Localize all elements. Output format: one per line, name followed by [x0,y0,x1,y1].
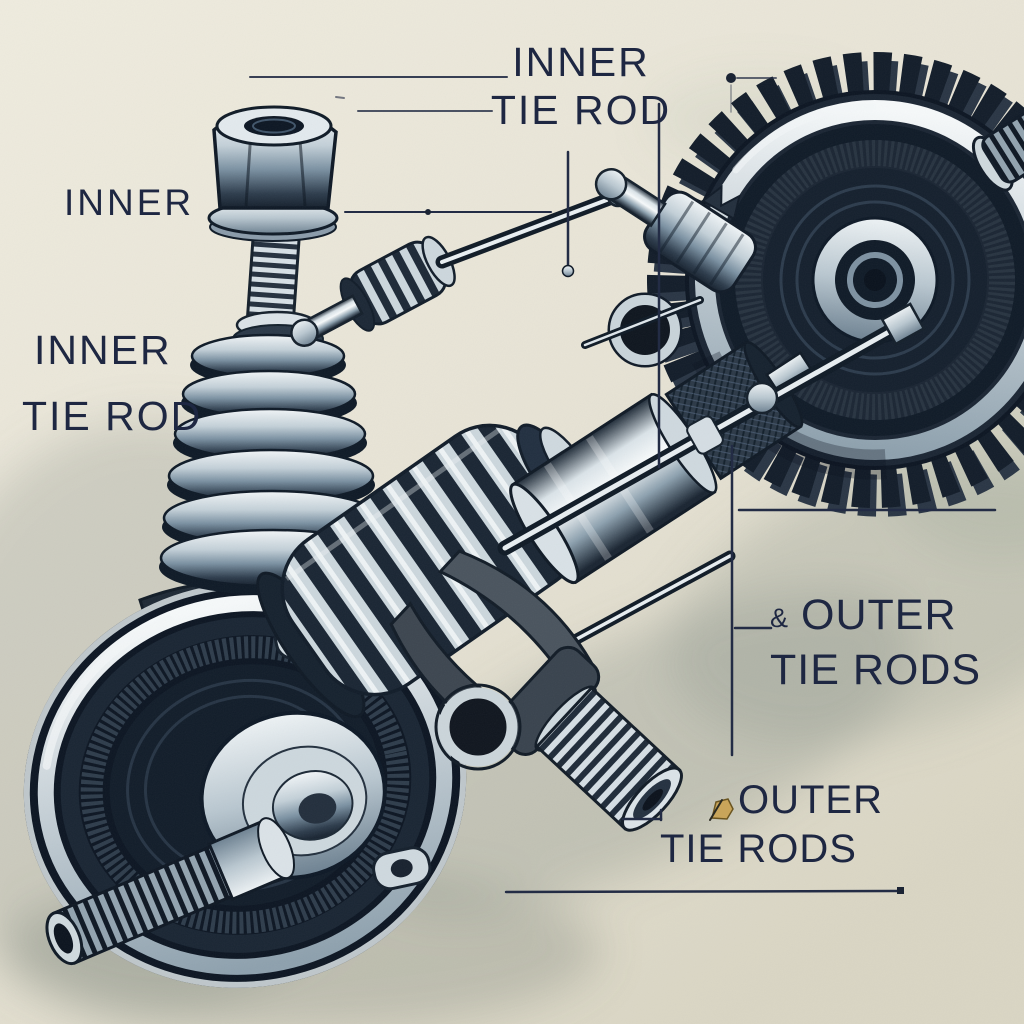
ampersand: & [770,603,790,633]
label-outer-tie-rods-bottom-line2: TIE RODS [660,827,857,871]
label-line-tie-rod: TIE ROD [22,393,203,439]
label-line-inner: INNER [512,39,650,85]
leader-underline-bottom [504,889,901,894]
label-inner-tie-rod-left: INNER TIE ROD [22,326,202,440]
leader-end-square [897,887,904,894]
gold-mark-slash [709,799,723,821]
leader-dot-top-right [726,73,736,83]
label-outer-tie-rods-bottom-line1: OUTER [738,778,883,822]
leader-lines [249,73,997,894]
label-line-amp-outer: &OUTER [770,590,981,645]
leader-tick-small [335,96,345,99]
label-line-inner: INNER [34,327,172,373]
label-outer-tie-rods-mid: &OUTER TIE RODS [770,590,981,695]
label-line-tie-rod: TIE ROD [490,87,672,133]
label-inner-tie-rod-top: INNER TIE ROD [450,38,712,134]
label-inner: INNER [64,182,195,223]
leader-dot [425,209,431,215]
label-outer-text: OUTER [801,591,957,639]
gold-mark [711,798,734,820]
leader-ball [561,264,575,278]
label-line-tie-rods: TIE RODS [770,646,982,694]
